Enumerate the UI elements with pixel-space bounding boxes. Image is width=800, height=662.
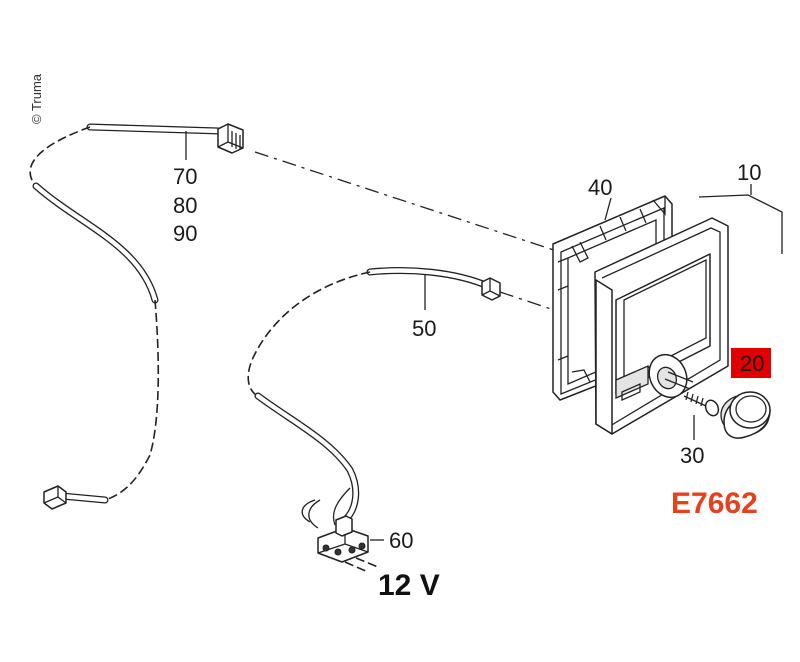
part-number-20-highlight: [731, 348, 771, 378]
rj-plug-top: [217, 123, 244, 154]
cable-70: [29, 123, 244, 510]
rj-plug-small: [481, 277, 501, 301]
alignment-line-70: [254, 151, 573, 257]
part-number-80: 80: [173, 193, 197, 218]
cable-50: [247, 267, 501, 529]
voltage-label: 12 V: [378, 569, 440, 602]
leader-40: [604, 197, 612, 221]
leader-10: [698, 194, 783, 254]
part-number-70: 70: [173, 164, 197, 189]
part-number-20: 20: [740, 351, 764, 376]
part-number-10: 10: [737, 160, 761, 185]
control-panel-10: [594, 217, 729, 435]
part-number-40: 40: [588, 175, 612, 200]
part-number-90: 90: [173, 221, 197, 246]
copyright-label: © Truma: [29, 73, 44, 124]
screw-30: [683, 391, 720, 417]
wire-end-dashes: [344, 557, 379, 573]
terminal-block-60: [317, 515, 369, 563]
part-number-30: 30: [680, 443, 704, 468]
rotary-knob-20: [720, 391, 771, 439]
diagram-code: E7662: [671, 487, 758, 520]
part-number-50: 50: [412, 316, 436, 341]
part-number-60: 60: [389, 528, 413, 553]
plug-bottom: [43, 485, 67, 510]
